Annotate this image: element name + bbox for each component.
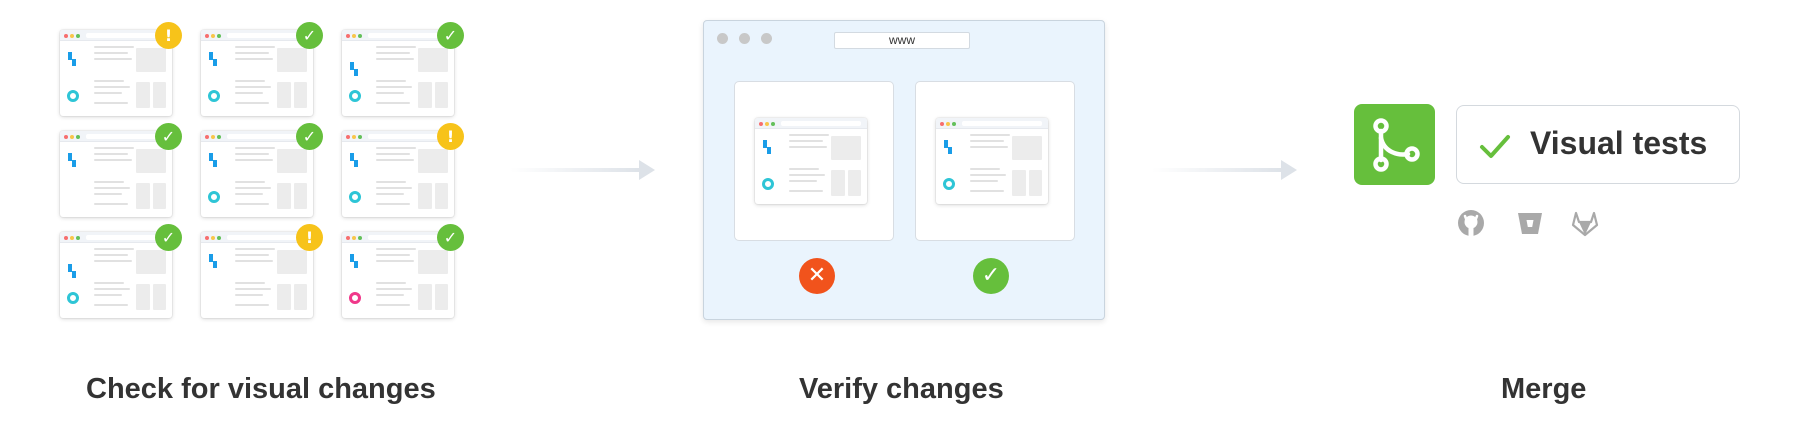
logo-glyph-icon [68, 153, 76, 167]
snapshot-thumbnail [60, 30, 172, 116]
ring-icon [349, 292, 361, 304]
window-dot-icon [761, 33, 772, 44]
approved-check-icon: ✓ [437, 224, 464, 251]
snapshot-thumbnail [342, 232, 454, 318]
github-icon [1458, 210, 1484, 236]
reject-icon[interactable]: ✕ [799, 258, 835, 294]
logo-glyph-icon [209, 153, 217, 167]
approved-check-icon: ✓ [437, 22, 464, 49]
caption-check: Check for visual changes [86, 373, 436, 405]
new-snapshot-panel[interactable] [915, 81, 1075, 241]
warning-icon: ! [437, 123, 464, 150]
snapshot-thumbnail [342, 30, 454, 116]
snapshot-thumbnail [201, 131, 313, 217]
accept-icon[interactable]: ✓ [973, 258, 1009, 294]
ring-icon [943, 178, 955, 190]
checkmark-icon [1480, 135, 1510, 158]
logo-glyph-icon [209, 52, 217, 66]
window-dot-icon [739, 33, 750, 44]
warning-icon: ! [296, 224, 323, 251]
snapshot-thumbnail [936, 118, 1048, 204]
arrow-right-icon [510, 160, 655, 180]
ring-icon [762, 178, 774, 190]
snapshot-thumbnail [342, 131, 454, 217]
review-browser-window: www ✕ ✓ [703, 20, 1105, 320]
status-check[interactable]: Visual tests [1456, 105, 1740, 184]
ring-icon [349, 191, 361, 203]
baseline-snapshot-panel[interactable] [734, 81, 894, 241]
logo-glyph-icon [350, 153, 358, 167]
ring-icon [208, 191, 220, 203]
snapshot-grid: ! ✓ ✓ ✓ ✓! ✓! ✓ [60, 22, 465, 318]
snapshot-thumbnail [201, 232, 313, 318]
snapshot-thumbnail [60, 232, 172, 318]
arrow-right-icon [1152, 160, 1297, 180]
status-check-label: Visual tests [1530, 125, 1708, 161]
approved-check-icon: ✓ [155, 224, 182, 251]
approved-check-icon: ✓ [155, 123, 182, 150]
logo-glyph-icon [350, 62, 358, 76]
gitlab-icon [1571, 211, 1599, 237]
ring-icon [208, 90, 220, 102]
logo-glyph-icon [350, 254, 358, 268]
snapshot-thumbnail [201, 30, 313, 116]
approved-check-icon: ✓ [296, 123, 323, 150]
git-branch-icon [1354, 104, 1435, 185]
warning-icon: ! [155, 22, 182, 49]
ring-icon [349, 90, 361, 102]
logo-glyph-icon [944, 140, 952, 154]
snapshot-thumbnail [60, 131, 172, 217]
logo-glyph-icon [68, 264, 76, 278]
ring-icon [67, 90, 79, 102]
ring-icon [67, 292, 79, 304]
logo-glyph-icon [763, 140, 771, 154]
snapshot-thumbnail [755, 118, 867, 204]
url-bar: www [834, 32, 970, 49]
logo-glyph-icon [68, 52, 76, 66]
bitbucket-icon [1518, 213, 1542, 234]
approved-check-icon: ✓ [296, 22, 323, 49]
caption-merge: Merge [1501, 373, 1587, 405]
logo-glyph-icon [209, 254, 217, 268]
caption-verify: Verify changes [799, 373, 1004, 405]
window-dot-icon [717, 33, 728, 44]
